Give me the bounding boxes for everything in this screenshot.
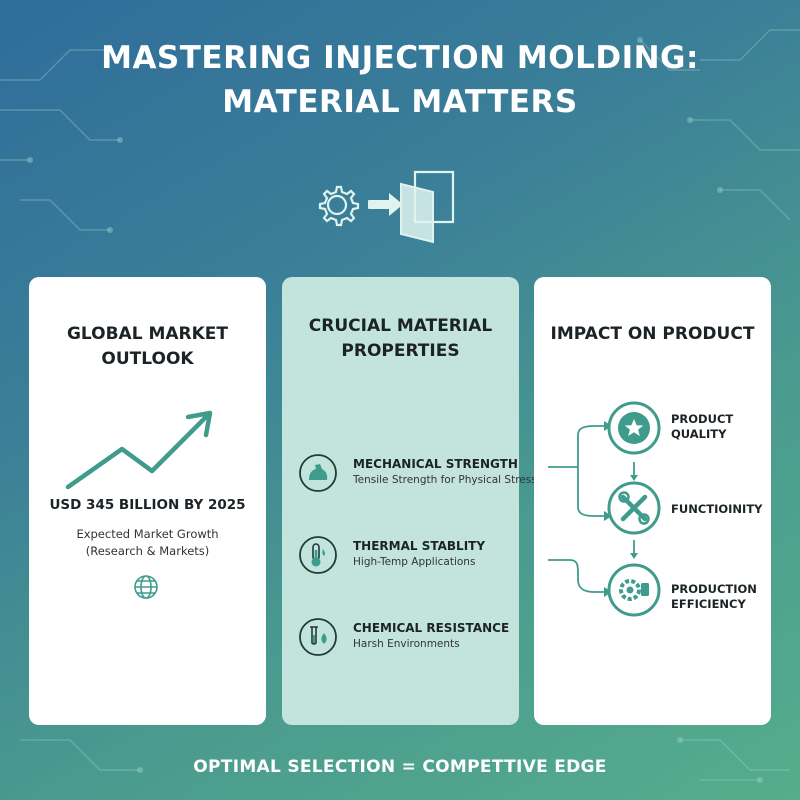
property-name: CHEMICAL RESISTANCE	[353, 621, 510, 635]
material-properties-title: CRUCIAL MATERIAL PROPERTIES	[282, 314, 519, 364]
impact-item-label: PRODUCTION EFFICIENCY	[671, 582, 757, 612]
impact-label-line-1: PRODUCTION	[671, 582, 757, 596]
globe-icon	[134, 575, 158, 599]
property-name: MECHANICAL STRENGTH	[353, 457, 518, 471]
property-item: CHEMICAL RESISTANCE Harsh Environments	[298, 617, 518, 661]
material-properties-title-line-2: PROPERTIES	[341, 341, 460, 361]
impact-item-label: FUNCTIOINITY	[671, 502, 763, 517]
arrow-right-icon	[368, 193, 403, 216]
impact-card: IMPACT ON PRODUCT	[534, 277, 771, 725]
tools-icon	[607, 481, 661, 535]
property-desc: High-Temp Applications	[353, 556, 476, 568]
market-outlook-card: GLOBAL MARKET OUTLOOK	[29, 277, 266, 725]
impact-label-line-2: EFFICIENCY	[671, 597, 746, 611]
gear-icon	[318, 185, 360, 227]
market-stat-source: Expected Market Growth (Research & Marke…	[29, 526, 266, 560]
trend-up-icon	[65, 410, 213, 490]
footer-tagline: OPTIMAL SELECTION = COMPETTIVE EDGE	[193, 757, 607, 777]
impact-label-line-1: FUNCTIOINITY	[671, 502, 763, 516]
material-properties-card: CRUCIAL MATERIAL PROPERTIES	[282, 277, 519, 725]
impact-item-label: PRODUCT QUALITY	[671, 412, 733, 442]
market-outlook-title: GLOBAL MARKET OUTLOOK	[66, 324, 229, 369]
impact-flow-diagram	[548, 401, 661, 617]
market-source-label: (Research & Markets)	[85, 544, 210, 558]
impact-label-line-1: PRODUCT	[671, 412, 734, 426]
hero-illustration	[318, 170, 455, 244]
title-line-2: MATERIAL MATTERS	[222, 84, 578, 120]
property-desc: Tensile Strength for Physical Stress	[353, 474, 537, 486]
impact-title: IMPACT ON PRODUCT	[550, 324, 755, 344]
star-icon	[607, 401, 661, 455]
impact-label-line-2: QUALITY	[671, 427, 727, 441]
page-title: MASTERING INJECTION MOLDING: MATERIAL MA…	[0, 36, 800, 124]
thermometer-icon	[299, 536, 337, 574]
property-name: THERMAL STABLITY	[353, 539, 486, 553]
title-line-1: MASTERING INJECTION MOLDING:	[101, 40, 699, 76]
property-item: MECHANICAL STRENGTH Tensile Strength for…	[298, 453, 537, 497]
market-size-stat: USD 345 BILLION BY 2025	[49, 497, 246, 513]
test-tube-icon	[299, 618, 337, 656]
material-properties-title-line-1: CRUCIAL MATERIAL	[308, 316, 493, 336]
market-growth-label: Expected Market Growth	[76, 527, 219, 541]
property-item: THERMAL STABLITY High-Temp Applications	[298, 535, 518, 579]
layers-icon	[400, 170, 455, 244]
gear-process-icon	[607, 563, 661, 617]
flexed-arm-icon	[299, 454, 337, 492]
property-desc: Harsh Environments	[353, 638, 460, 650]
